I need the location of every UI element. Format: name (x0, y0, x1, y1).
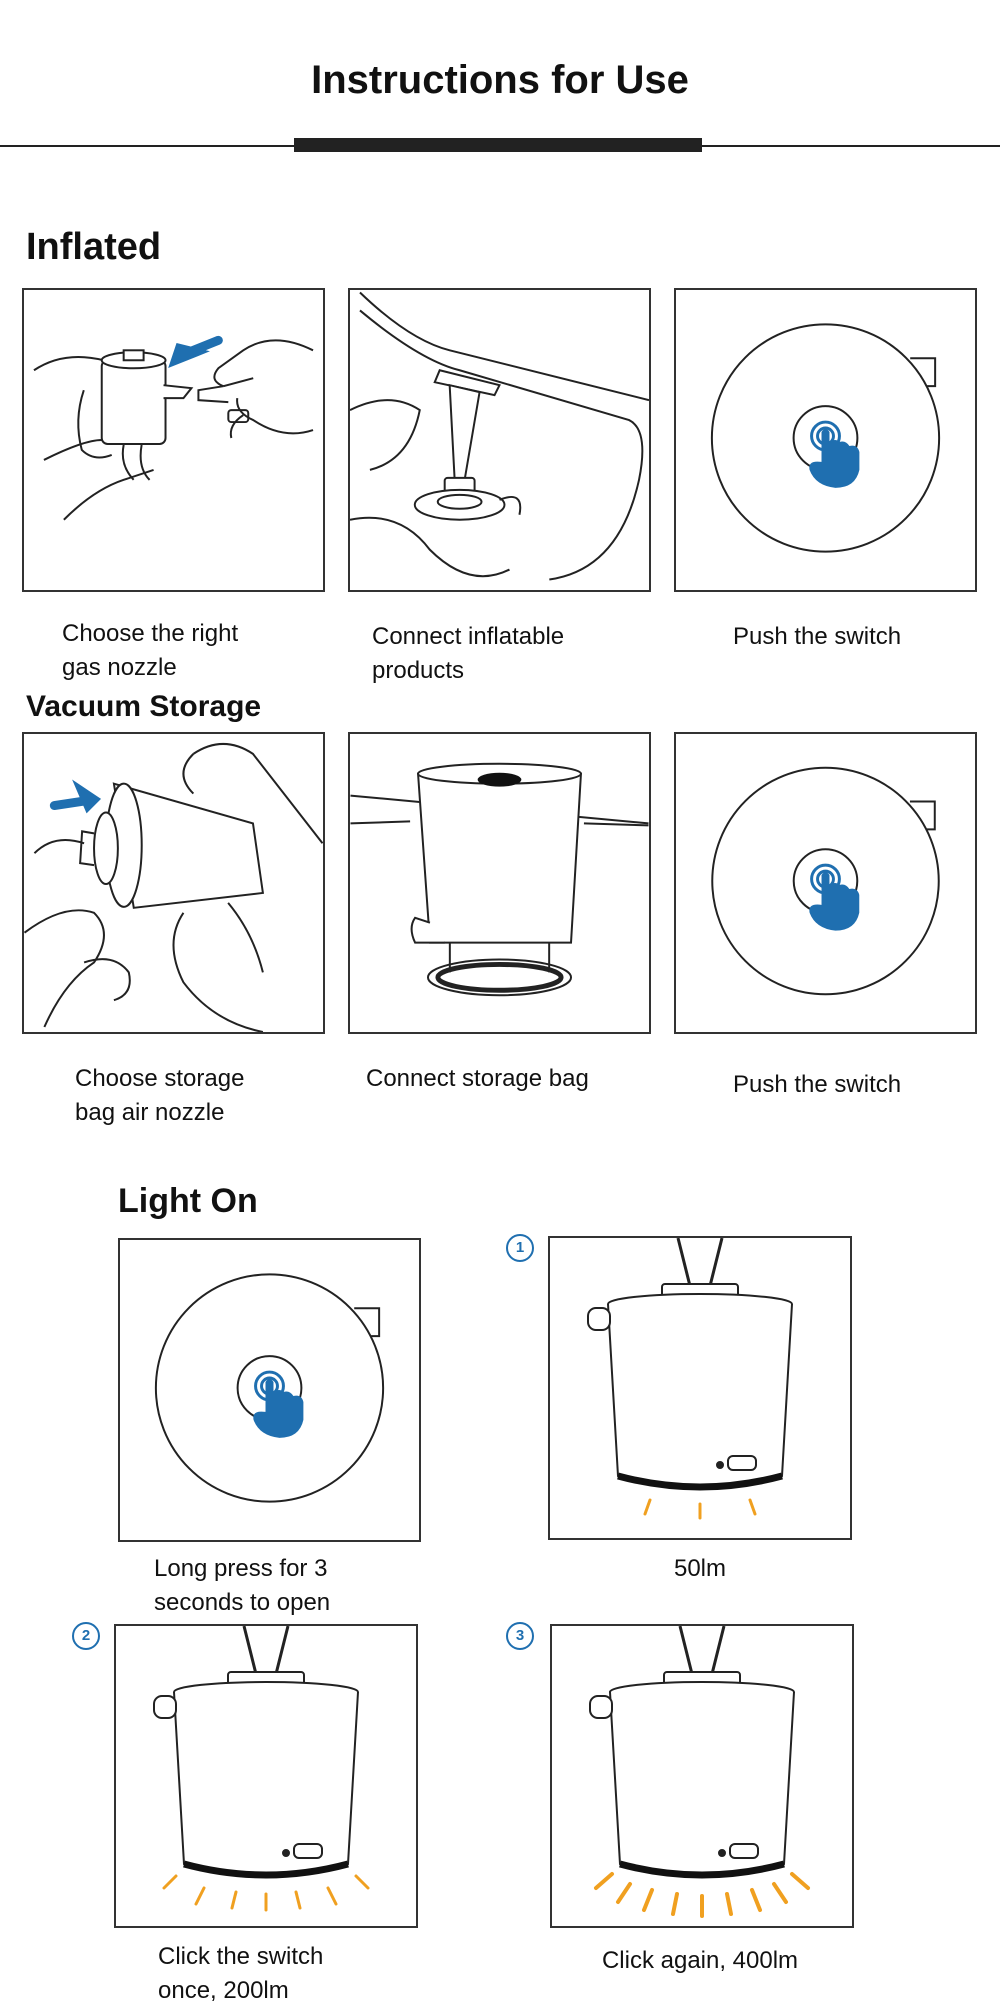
caption-line: Choose storage (75, 1065, 245, 1092)
pump-lamp-illustration (589, 1626, 810, 1918)
caption-line: 50lm (673, 1555, 727, 1582)
light-rays (594, 1872, 810, 1918)
step-number-badge: 3 (506, 1622, 534, 1650)
light-step-2-illustration (114, 1624, 418, 1928)
title-divider-bar (294, 138, 702, 152)
vacuum-heading: Vacuum Storage (26, 690, 262, 723)
light-step-0-illustration (118, 1238, 421, 1542)
push-switch-illustration (154, 1273, 385, 1503)
connect-inflatable-illustration (350, 291, 649, 581)
push-switch-illustration (711, 766, 940, 996)
push-switch-illustration (710, 323, 941, 553)
caption-line: Choose the right (62, 620, 239, 647)
caption-line: Connect storage bag (366, 1065, 589, 1092)
caption-line: Connect inflatable (372, 623, 565, 650)
vacuum-step-3-illustration (674, 732, 977, 1034)
light-rays (162, 1874, 370, 1912)
storage-nozzle-illustration (24, 743, 323, 1032)
inflated-heading: Inflated (26, 226, 162, 268)
inflated-step-2-caption: Connect inflatable products (372, 620, 564, 688)
caption-line: seconds to open (154, 1589, 331, 1616)
light-step-3-illustration (550, 1624, 854, 1928)
caption-line: gas nozzle (62, 654, 177, 681)
vacuum-step-3-caption: Push the switch (733, 1068, 901, 1102)
step-number-badge: 2 (72, 1622, 100, 1650)
caption-line: Click again, 400lm (601, 1947, 799, 1974)
pump-lamp-illustration (153, 1626, 370, 1912)
light-heading: Light On (118, 1182, 258, 1220)
inflated-step-1-caption: Choose the right gas nozzle (62, 617, 238, 685)
light-step-0-caption: Long press for 3 seconds to open (154, 1552, 330, 1620)
vacuum-step-1-caption: Choose storage bag air nozzle (75, 1062, 244, 1130)
inflated-step-3-illustration (674, 288, 977, 592)
light-step-2-caption: Click the switch once, 200lm (158, 1940, 323, 2008)
caption-line: bag air nozzle (75, 1099, 225, 1126)
caption-line: Click the switch (158, 1943, 324, 1970)
inflated-step-3-caption: Push the switch (733, 620, 901, 654)
step-number-badge: 1 (506, 1234, 534, 1262)
caption-line: Long press for 3 (154, 1555, 328, 1582)
light-step-1-caption: 50lm (548, 1552, 852, 1586)
caption-line: products (372, 657, 465, 684)
vacuum-step-1-illustration (22, 732, 325, 1034)
storage-bag-illustration (350, 762, 649, 997)
vacuum-step-2-caption: Connect storage bag (366, 1062, 589, 1096)
light-rays (643, 1498, 757, 1520)
vacuum-step-2-illustration (348, 732, 651, 1034)
light-step-3-caption: Click again, 400lm (548, 1944, 852, 1978)
caption-line: Push the switch (733, 623, 902, 650)
inflated-step-1-illustration (22, 288, 325, 592)
pump-lamp-illustration (587, 1238, 793, 1520)
inflated-step-2-illustration (348, 288, 651, 592)
hands-nozzle-illustration (33, 335, 314, 521)
caption-line: Push the switch (733, 1071, 902, 1098)
page-title: Instructions for Use (311, 58, 689, 102)
light-step-1-illustration (548, 1236, 852, 1540)
